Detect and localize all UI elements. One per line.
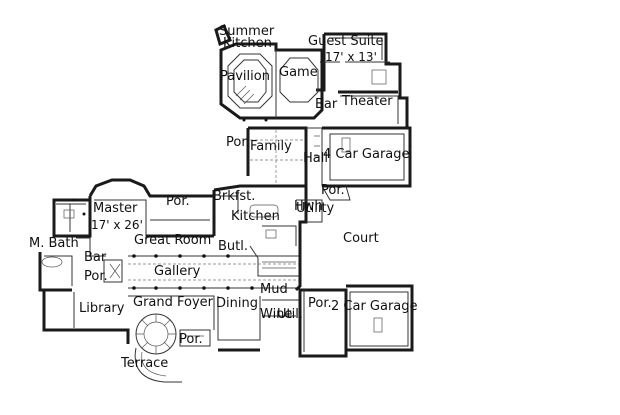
column-dots — [72, 118, 268, 290]
summer-kitchen-label-1: Summer — [219, 24, 275, 39]
butlers-label: Butl. — [218, 239, 248, 254]
game-label: Game — [279, 65, 318, 80]
gallery-label: Gallery — [154, 264, 201, 279]
guest-wing-walls — [316, 32, 409, 130]
porch-mid-label: Por. — [321, 183, 345, 198]
court-label: Court — [343, 231, 379, 246]
porch-entry-label: Por. — [179, 332, 203, 347]
utility-label: Utility — [296, 201, 335, 216]
porch-upper-label: Por. — [226, 135, 250, 150]
bar-upper-label: Bar — [315, 97, 338, 112]
porch-garage-label: Por. — [308, 296, 332, 311]
master-dimensions: 17' x 26' — [91, 218, 143, 232]
two-car-garage-label: 2 Car Garage — [331, 299, 418, 314]
master-suite-walls — [38, 178, 214, 292]
master-label: Master — [93, 201, 138, 216]
guest-suite-label: Guest Suite — [308, 34, 384, 49]
hwh-label: Hwh — [294, 199, 323, 214]
grand-foyer-label: Grand Foyer — [133, 295, 214, 310]
bar-lower-label: Bar — [84, 250, 107, 265]
library-label: Library — [79, 301, 125, 316]
front-rooms-walls — [42, 290, 301, 352]
pavilion-label: Pavilion — [220, 69, 270, 84]
mud-label: Mud — [260, 282, 288, 297]
theater-label: Theater — [342, 94, 393, 109]
porch-master-label: Por. — [166, 194, 190, 209]
hall-label: Hall — [303, 151, 328, 166]
four-car-garage-label: 4 Car Garage — [323, 147, 410, 162]
dining-label: Dining — [216, 296, 258, 311]
utility-small-label: Util. — [277, 307, 303, 322]
great-room-label: Great Room — [134, 233, 212, 248]
porch-lower-label: Por. — [84, 269, 108, 284]
guest-suite-dimensions: 17' x 13' — [325, 50, 377, 64]
summer-kitchen-label-2: Kitchen — [223, 36, 272, 51]
pavilion-game-walls — [214, 23, 324, 120]
master-bath-label: M. Bath — [29, 236, 79, 251]
turret-terrace-walls — [134, 313, 182, 383]
wine-label: Wine — [260, 307, 293, 322]
family-label: Family — [250, 139, 292, 154]
terrace-label: Terrace — [121, 356, 169, 371]
breakfast-label: Brkfst. — [213, 189, 256, 204]
garage-court-walls — [294, 222, 414, 358]
family-block-walls — [246, 126, 412, 201]
kitchen-label: Kitchen — [231, 209, 280, 224]
